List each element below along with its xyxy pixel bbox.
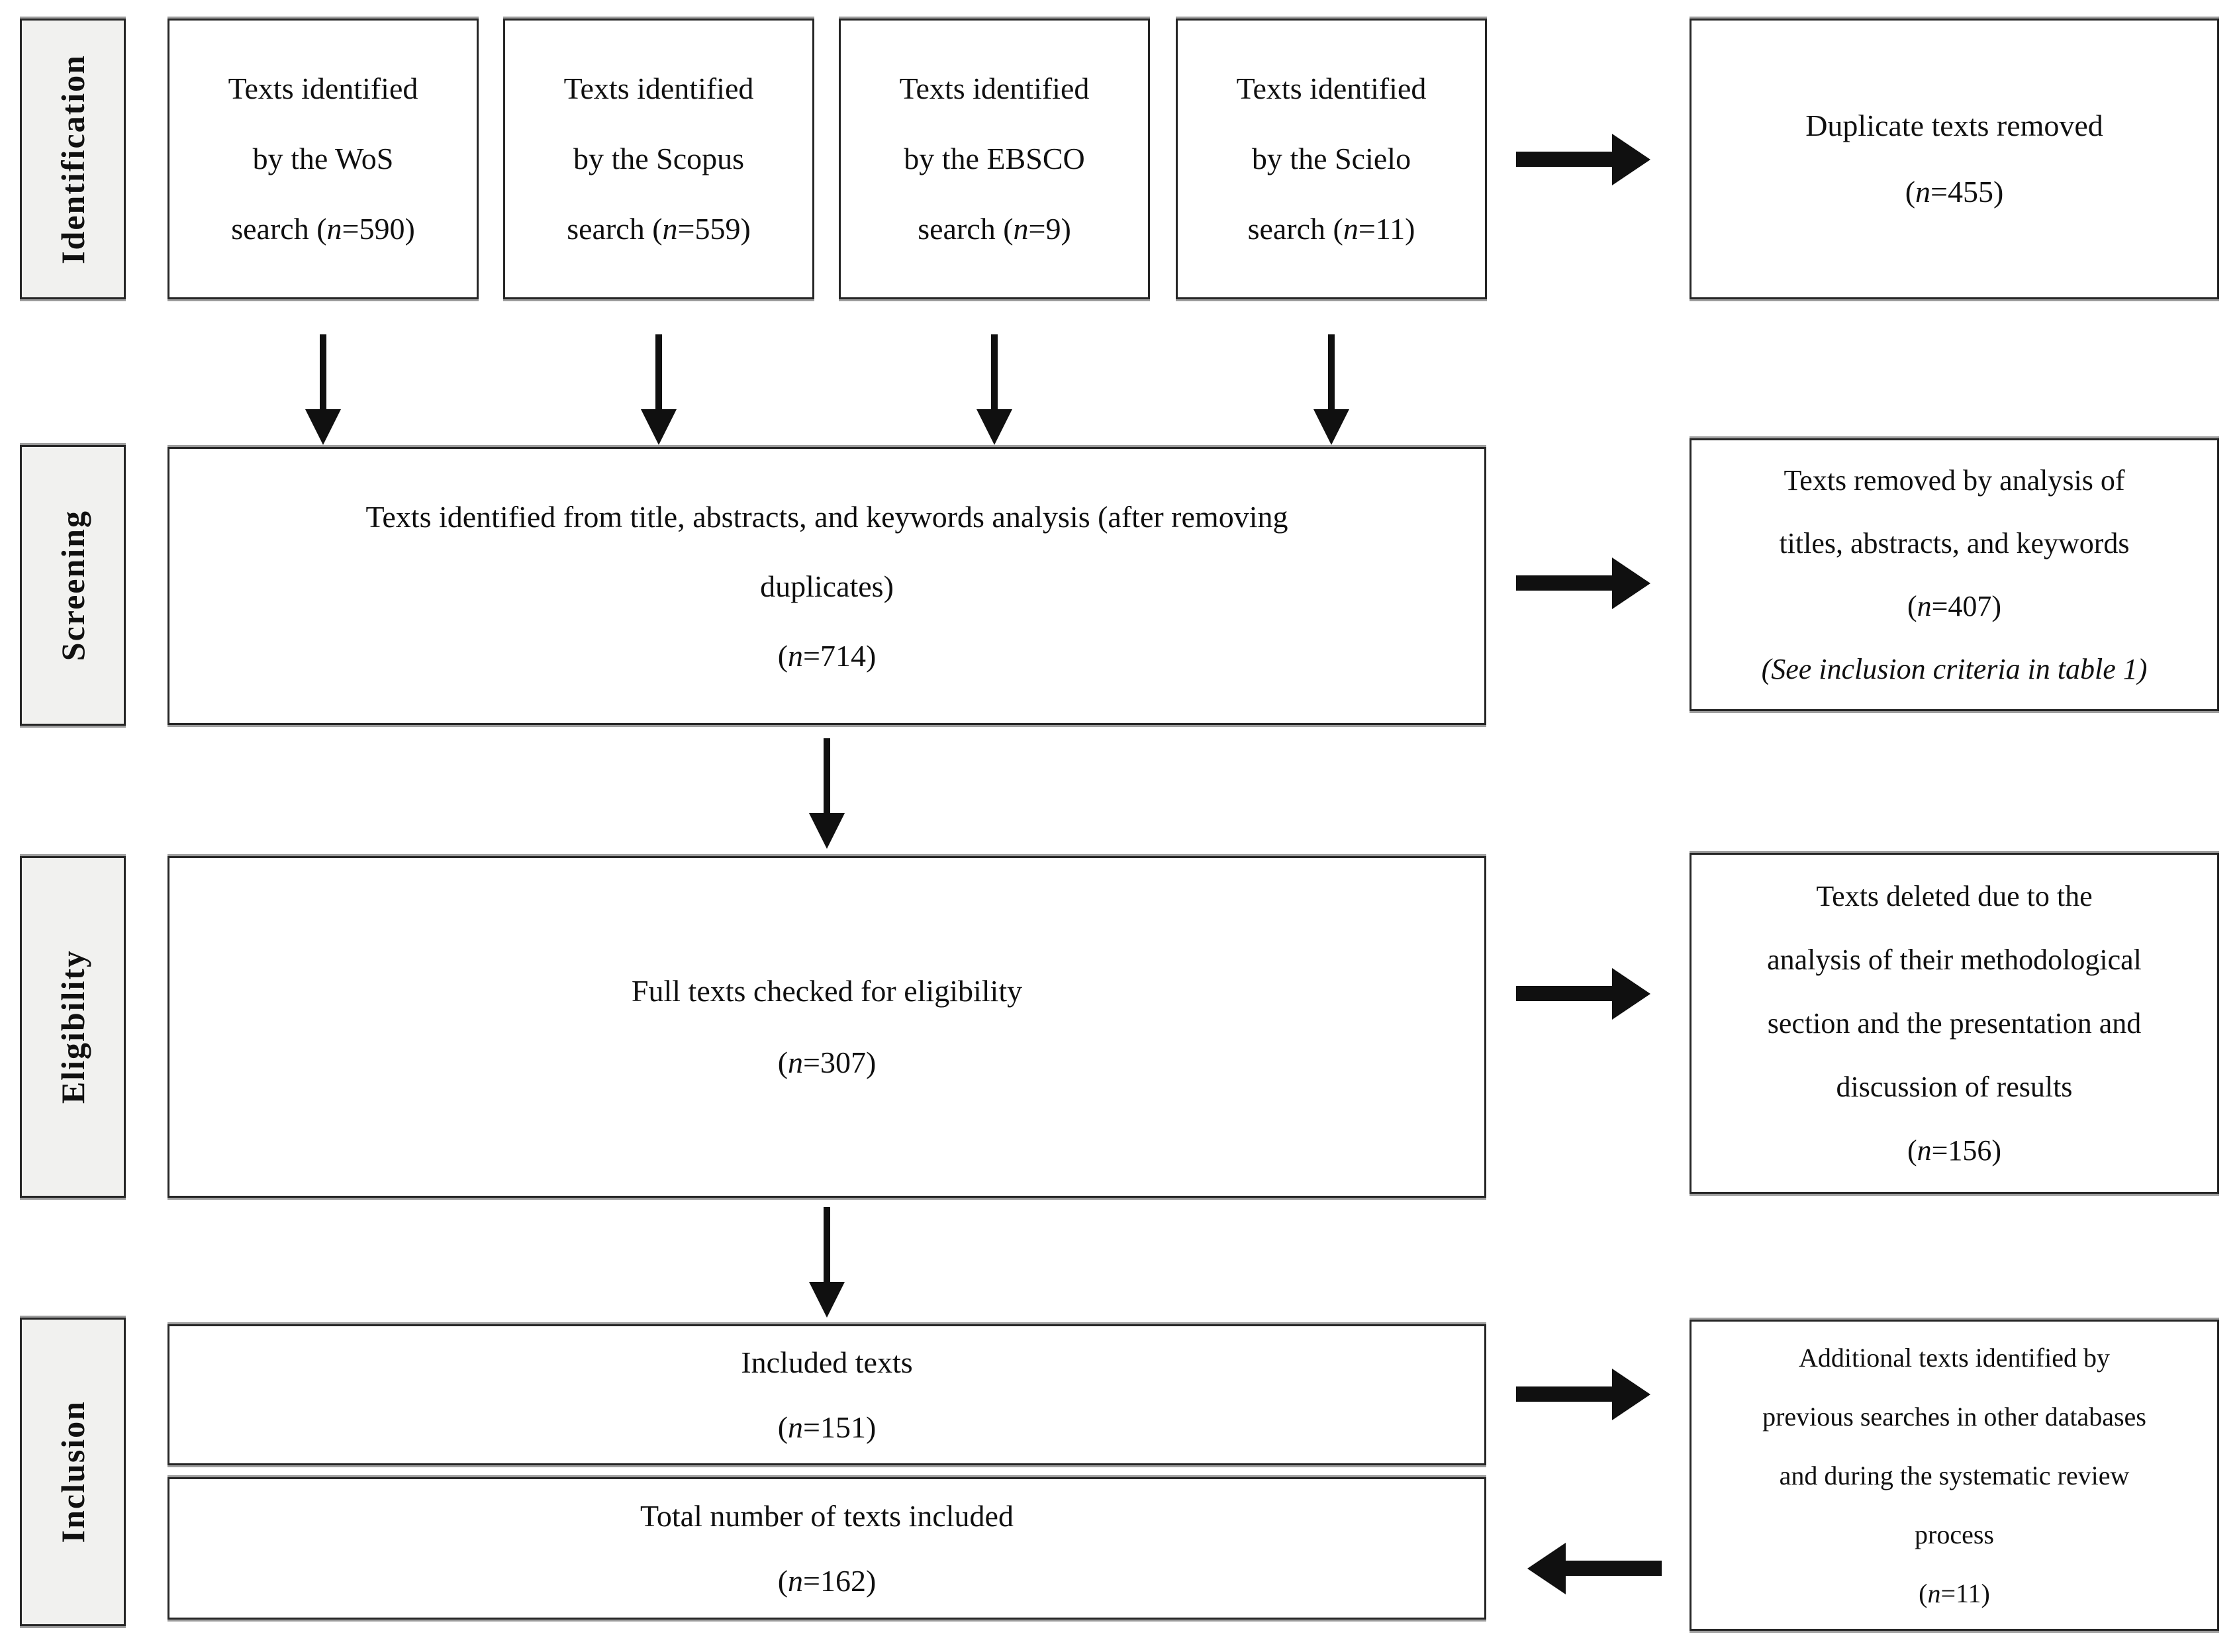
box-line: Texts identified from title, abstracts, … — [365, 499, 1288, 534]
box-scopus-search: Texts identified by the Scopus search (n… — [503, 19, 814, 299]
box-line: by the Scopus — [573, 142, 745, 175]
down-arrow-icon-eligibility — [824, 1207, 830, 1282]
stage-label-text: Inclusion — [54, 1400, 91, 1543]
box-scielo-search: Texts identified by the Scielo search (n… — [1176, 19, 1487, 299]
stage-label-screening: Screening — [20, 445, 126, 726]
down-arrow-icon-screening — [824, 738, 830, 813]
box-line: (n=455) — [1905, 175, 2004, 209]
box-line: analysis of their methodological — [1767, 943, 2142, 976]
box-eligibility-removed: Texts deleted due to the analysis of the… — [1690, 853, 2219, 1194]
box-screening-main: Texts identified from title, abstracts, … — [167, 447, 1486, 725]
stage-label-inclusion: Inclusion — [20, 1318, 126, 1626]
box-line: Total number of texts included — [640, 1498, 1014, 1533]
box-line: search (n=11) — [1247, 212, 1415, 246]
box-included-texts: Included texts (n=151) — [167, 1324, 1486, 1465]
box-line: (n=151) — [777, 1410, 877, 1444]
box-line: duplicates) — [760, 569, 894, 603]
box-line: by the WoS — [252, 142, 394, 175]
box-line: by the Scielo — [1251, 142, 1411, 175]
right-arrow-icon-identification — [1516, 152, 1612, 167]
box-line: (See inclusion criteria in table 1) — [1761, 653, 2148, 685]
box-line: (n=162) — [777, 1563, 877, 1598]
box-line: (n=307) — [777, 1045, 877, 1079]
stage-label-text: Screening — [54, 509, 91, 661]
box-line: Texts identified — [228, 72, 418, 105]
box-total-included: Total number of texts included (n=162) — [167, 1477, 1486, 1620]
box-line: discussion of results — [1836, 1070, 2073, 1103]
down-arrow-icon-wos — [320, 334, 326, 409]
box-line: search (n=9) — [918, 212, 1071, 246]
box-additional-texts: Additional texts identified by previous … — [1690, 1320, 2219, 1631]
box-line: search (n=590) — [231, 212, 415, 246]
box-wos-search: Texts identified by the WoS search (n=59… — [167, 19, 479, 299]
box-line: Included texts — [741, 1345, 913, 1379]
down-arrow-icon-scielo — [1328, 334, 1335, 409]
down-arrow-icon-scopus — [655, 334, 662, 409]
box-line: search (n=559) — [567, 212, 751, 246]
box-line: Additional texts identified by — [1799, 1342, 2110, 1373]
box-line: titles, abstracts, and keywords — [1779, 527, 2130, 559]
box-line: previous searches in other databases — [1762, 1401, 2146, 1432]
box-line: and during the systematic review — [1779, 1460, 2130, 1490]
box-line: Texts identified — [563, 72, 754, 105]
stage-label-text: Eligibility — [54, 949, 91, 1104]
stage-label-eligibility: Eligibility — [20, 856, 126, 1198]
box-line: section and the presentation and — [1767, 1006, 2142, 1040]
box-duplicates-removed: Duplicate texts removed (n=455) — [1690, 19, 2219, 299]
box-line: Full texts checked for eligibility — [631, 974, 1023, 1008]
box-line: Texts deleted due to the — [1816, 879, 2093, 912]
box-line: Texts removed by analysis of — [1784, 464, 2125, 497]
right-arrow-icon-inclusion — [1516, 1386, 1612, 1402]
box-eligibility-main: Full texts checked for eligibility (n=30… — [167, 856, 1486, 1198]
box-line: by the EBSCO — [904, 142, 1085, 175]
stage-label-text: Identification — [54, 54, 91, 264]
box-ebsco-search: Texts identified by the EBSCO search (n=… — [839, 19, 1150, 299]
box-line: Texts identified — [899, 72, 1090, 105]
box-screening-removed: Texts removed by analysis of titles, abs… — [1690, 438, 2219, 711]
box-line: (n=11) — [1919, 1578, 1990, 1608]
down-arrow-icon-ebsco — [991, 334, 998, 409]
box-line: (n=156) — [1907, 1134, 2002, 1167]
right-arrow-icon-eligibility — [1516, 986, 1612, 1001]
box-line: Texts identified — [1236, 72, 1427, 105]
box-line: Duplicate texts removed — [1805, 109, 2103, 142]
box-line: (n=407) — [1907, 590, 2002, 622]
left-arrow-icon-additional — [1566, 1561, 1662, 1576]
box-line: process — [1915, 1519, 1994, 1549]
box-line: (n=714) — [777, 638, 877, 673]
right-arrow-icon-screening — [1516, 575, 1612, 591]
stage-label-identification: Identification — [20, 19, 126, 299]
